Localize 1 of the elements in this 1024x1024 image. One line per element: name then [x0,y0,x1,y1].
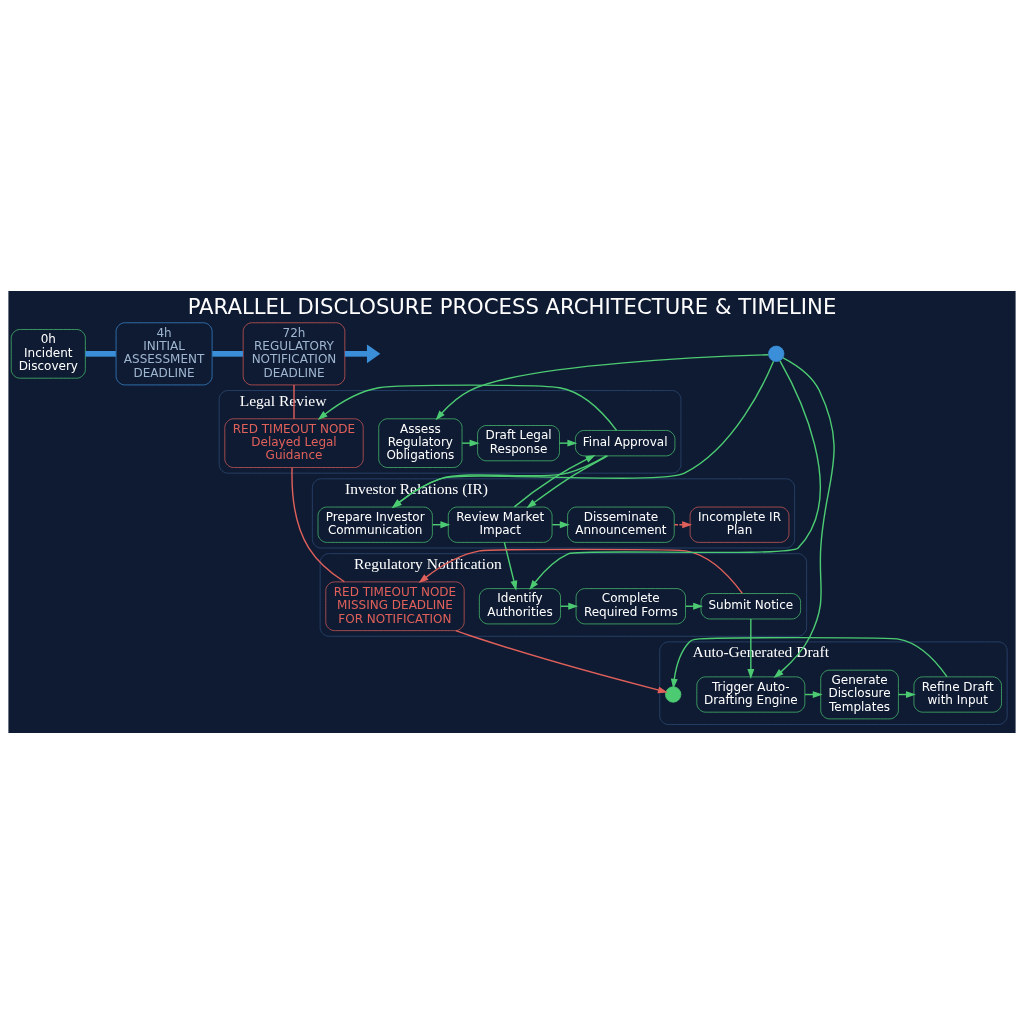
diagram-title: PARALLEL DISCLOSURE PROCESS ARCHITECTURE & TIMELINE [187,293,837,319]
